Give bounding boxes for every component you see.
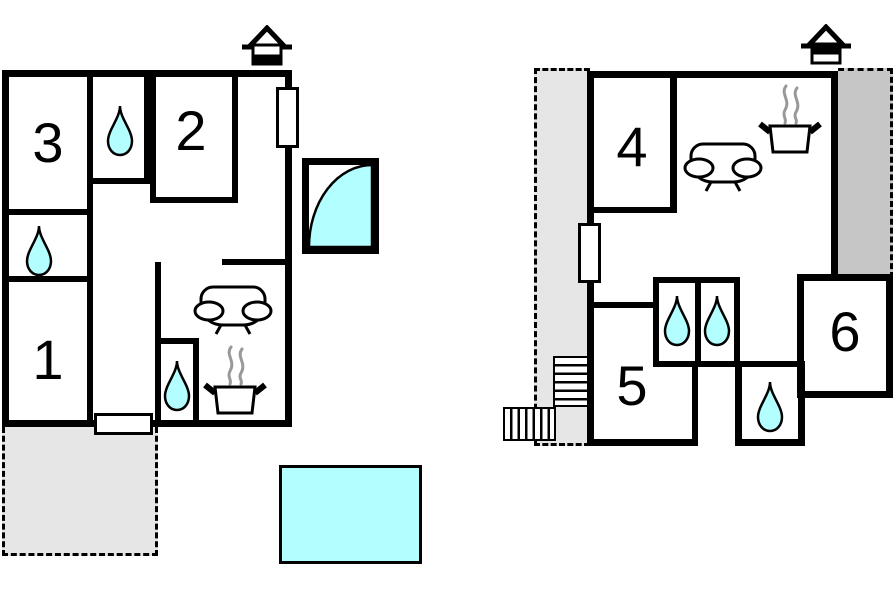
wall: [87, 77, 93, 420]
wall: [734, 277, 740, 367]
wall: [93, 178, 150, 184]
water-drop-icon: [663, 295, 691, 347]
wall: [2, 70, 292, 77]
wall: [155, 338, 199, 344]
wall: [232, 77, 238, 203]
water-drop-icon: [106, 105, 134, 157]
wall: [150, 77, 156, 203]
room-label-5: 5: [616, 354, 648, 417]
wall: [150, 197, 238, 203]
wall: [285, 70, 292, 427]
entrance-door: [94, 413, 153, 435]
wall: [9, 276, 87, 282]
wall: [193, 338, 199, 420]
wall: [695, 283, 701, 367]
wall: [798, 361, 805, 446]
stove-icon: [203, 345, 267, 415]
wall: [653, 277, 740, 283]
annex-area: [838, 68, 893, 278]
sofa-icon: [683, 142, 763, 192]
sofa-icon: [193, 285, 273, 335]
wall: [831, 71, 838, 281]
window: [276, 87, 299, 148]
wall: [2, 70, 9, 427]
wall: [222, 259, 292, 265]
wall: [594, 207, 677, 213]
wall: [797, 274, 893, 281]
wall: [670, 78, 677, 213]
wall: [587, 439, 698, 446]
wall: [594, 302, 659, 308]
water-drop-icon: [25, 225, 53, 277]
chimney-icon: [242, 25, 292, 66]
wall: [886, 274, 893, 398]
room-label-3: 3: [32, 111, 64, 174]
room-label-2: 2: [175, 99, 207, 162]
wall: [735, 361, 742, 446]
room-label-4: 4: [616, 115, 648, 178]
window: [578, 223, 601, 283]
wall: [587, 71, 838, 78]
wall: [797, 274, 804, 398]
wall: [735, 361, 805, 367]
stairs-icon: [503, 407, 556, 441]
water-drop-icon: [703, 295, 731, 347]
room-label-1: 1: [32, 328, 64, 391]
door-swing-icon: [309, 165, 372, 247]
stairs-icon: [553, 356, 590, 407]
terrace-area: [2, 427, 158, 556]
water-drop-icon: [163, 360, 191, 412]
water-drop-icon: [756, 381, 784, 433]
wall: [144, 77, 150, 184]
pool: [279, 465, 422, 564]
door-swing-box: [302, 158, 379, 254]
wall: [735, 439, 805, 446]
wall: [692, 361, 698, 446]
wall: [653, 277, 659, 367]
chimney-icon: [801, 24, 851, 65]
room-label-6: 6: [829, 300, 861, 363]
stove-icon: [758, 84, 822, 154]
wall: [797, 391, 893, 398]
wall: [9, 209, 87, 215]
